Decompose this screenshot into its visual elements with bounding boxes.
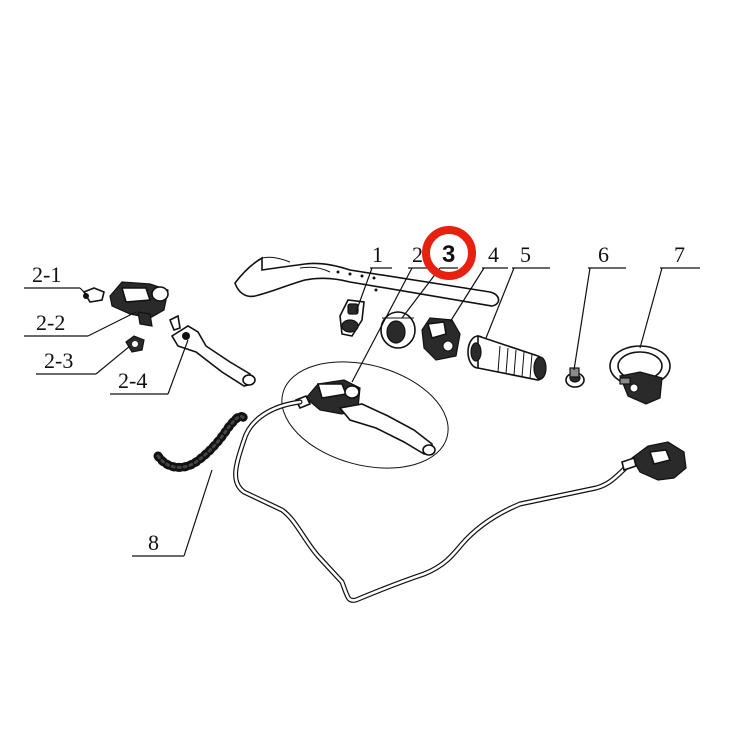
part-2-1-pin (82, 287, 105, 303)
highlight-ring (422, 226, 476, 280)
callout-label-2-3: 2-3 (44, 348, 73, 373)
grip-ribs (497, 345, 533, 379)
callout-label-8: 8 (148, 530, 159, 555)
part-2-2-master-cylinder (109, 281, 169, 327)
part-2-4-brake-lever (168, 314, 256, 387)
part-2-3-fitting (125, 335, 145, 353)
callout-label-3: 3 (442, 241, 455, 268)
callout-label-7: 7 (674, 242, 685, 267)
callout-label-4: 4 (488, 242, 499, 267)
part-6-bar-end-bolt (565, 367, 585, 388)
callout-label-2: 2 (412, 242, 423, 267)
part-1-clamp (339, 299, 365, 337)
callout-label-2-4: 2-4 (118, 368, 147, 393)
part-5-grip (467, 334, 547, 381)
callout-label-5: 5 (520, 242, 531, 267)
callout-label-1: 1 (372, 242, 383, 267)
brake-caliper-fitting (621, 441, 687, 481)
callout-label-6: 6 (598, 242, 609, 267)
brake-assembly-detail (281, 361, 449, 469)
part-8-spiral-wrap (153, 412, 249, 472)
brake-hose (233, 399, 633, 603)
callout-leaders (24, 267, 700, 557)
handlebar-dots (336, 270, 378, 292)
part-4-switch-housing (421, 317, 461, 361)
callout-label-2-1: 2-1 (32, 262, 61, 287)
part-7-bar-end-weight (609, 345, 671, 405)
part-3-switch-ring (380, 311, 416, 349)
callout-label-2-2: 2-2 (36, 310, 65, 335)
